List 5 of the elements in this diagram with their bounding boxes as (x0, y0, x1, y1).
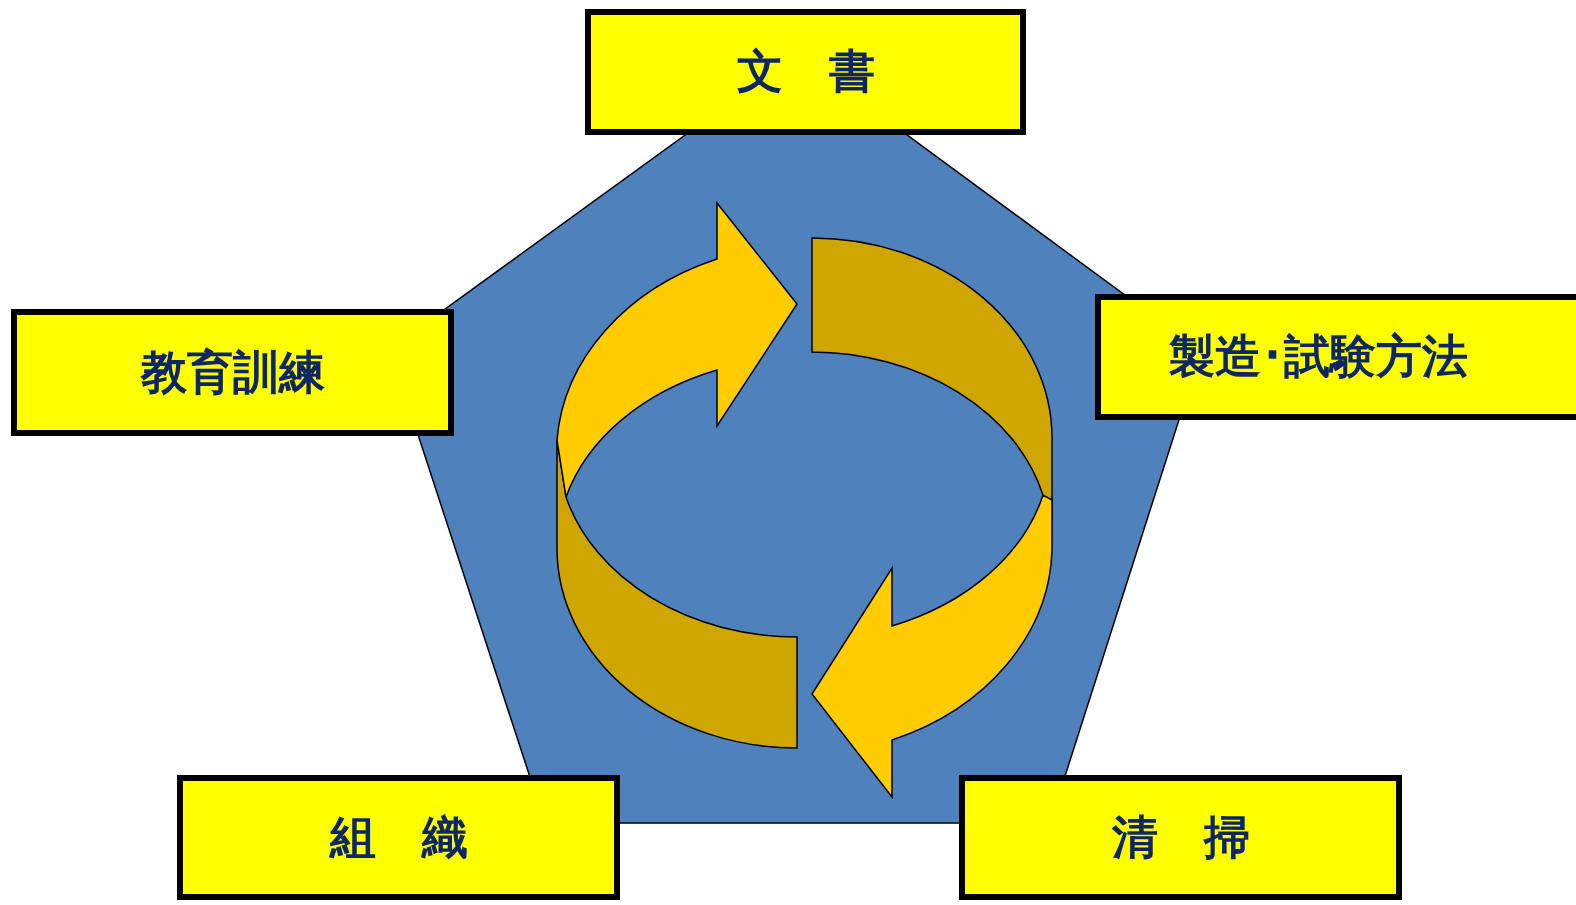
label-box: 文 書 (585, 9, 1026, 135)
label-box: 清 掃 (959, 775, 1402, 900)
label-box: 組 織 (177, 775, 620, 900)
label-box: 教育訓練 (11, 309, 454, 436)
label-box: 製造･試験方法 (1095, 294, 1576, 420)
